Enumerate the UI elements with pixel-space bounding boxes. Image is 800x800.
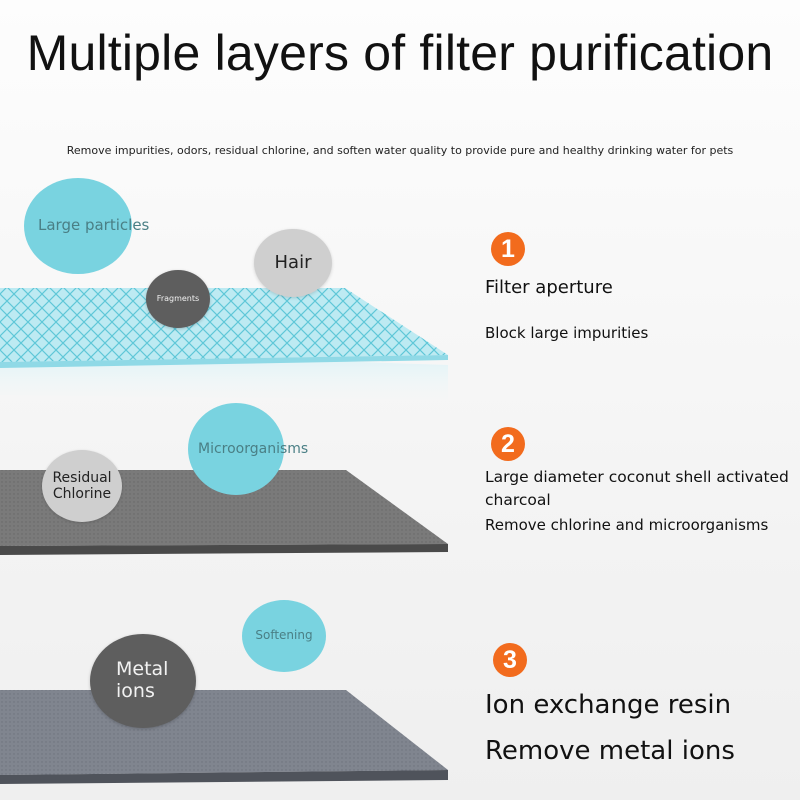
- bubble-residual-chlorine: Residual Chlorine: [42, 450, 122, 522]
- layer-2-desc: Remove chlorine and microorganisms: [485, 516, 769, 534]
- layer-3-name: Ion exchange resin: [485, 690, 732, 720]
- layer-2-name-line2: charcoal: [485, 491, 551, 509]
- step-1-badge: 1: [491, 232, 525, 266]
- bubble-large-particles: Large particles: [24, 178, 149, 274]
- bubble-softening: Softening: [242, 600, 326, 672]
- bubble-fragments: Fragments: [146, 270, 210, 328]
- layer-1-desc: Block large impurities: [485, 324, 649, 342]
- bubble-microorganisms: Microorganisms: [188, 403, 308, 495]
- layer-1-name: Filter aperture: [485, 277, 613, 298]
- bubble-hair: Hair: [254, 229, 332, 297]
- page-subtitle: Remove impurities, odors, residual chlor…: [66, 144, 734, 157]
- layer-3-desc: Remove metal ions: [485, 736, 735, 766]
- page-title: Multiple layers of filter purification: [26, 25, 774, 81]
- bubble-metal-ions: Metal ions: [90, 634, 196, 728]
- layer-2-name-line1: Large diameter coconut shell activated: [485, 468, 789, 486]
- step-3-badge: 3: [493, 643, 527, 677]
- step-2-badge: 2: [491, 427, 525, 461]
